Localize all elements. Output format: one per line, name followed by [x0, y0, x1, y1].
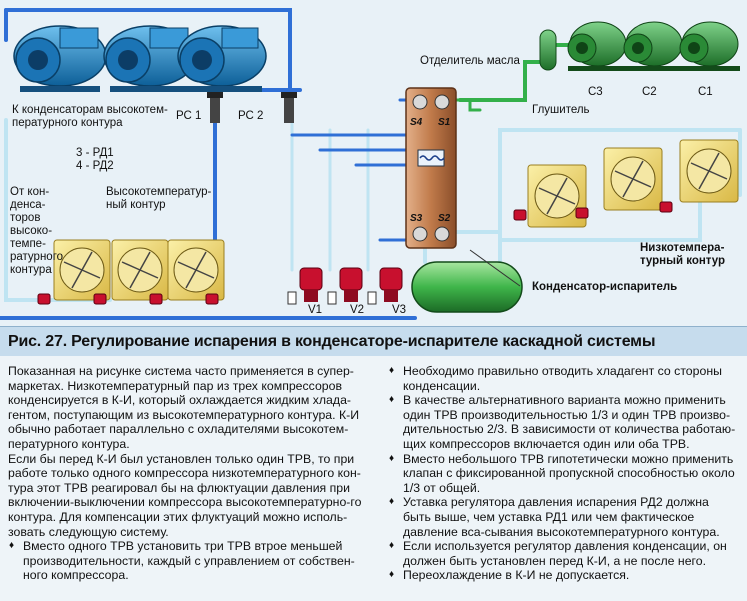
label-oil-separator: Отделитель масла — [420, 55, 520, 67]
paragraph: Если бы перед К-И был установлен только … — [8, 451, 362, 539]
figure-caption-bar: Рис. 27. Регулирование испарения в конде… — [0, 326, 747, 357]
list-item: ♦ В качестве альтернативного варианта мож… — [388, 393, 740, 451]
bullet-icon: ♦ — [9, 540, 15, 552]
low-temp-compressor-c3 — [567, 21, 628, 71]
pressure-regulator-rs2 — [281, 92, 297, 123]
muffler — [539, 29, 557, 71]
label-s3: S3 — [410, 213, 423, 224]
valve-red-left — [37, 293, 219, 305]
condenser-evaporator — [405, 87, 457, 249]
list-item: ♦ Вместо небольшого ТРВ гипотетически мож… — [388, 452, 740, 496]
low-temp-compressor-c2 — [623, 21, 684, 71]
expansion-valve-v3 — [367, 267, 403, 305]
leader-condenser-evaporator — [469, 249, 521, 287]
bullet-icon: ♦ — [389, 540, 395, 552]
label-low-temp-circuit: Низкотемпера- турный контур — [640, 242, 725, 267]
label-s4: S4 — [410, 117, 423, 128]
list-item-text: Вместо небольшого ТРВ гипотетически можн… — [403, 451, 735, 495]
low-temp-compressor-c1 — [679, 21, 740, 71]
valve-red-right — [513, 201, 673, 221]
bullet-icon: ♦ — [389, 365, 395, 376]
left-column: Показанная на рисунке система часто прим… — [8, 364, 370, 583]
label-rs1: РС 1 — [176, 110, 202, 122]
expansion-valve-v1 — [287, 267, 323, 305]
high-temp-condenser-3 — [167, 239, 225, 301]
bullet-icon: ♦ — [389, 569, 395, 581]
label-rd-legend-2: 4 - РД2 — [76, 160, 114, 172]
label-high-temp-circuit: Высокотемператур- ный контур — [106, 186, 212, 211]
pressure-regulator-rs1 — [207, 92, 223, 123]
list-item: ♦ Необходимо правильно отводить хладагент… — [388, 364, 740, 393]
diagram-graphics — [0, 8, 742, 320]
label-c2: С2 — [642, 86, 657, 98]
low-temp-evaporator-1 — [527, 164, 587, 228]
expansion-valve-v2 — [327, 267, 363, 305]
list-item: ♦ Если используется регулятор давления ко… — [388, 539, 740, 568]
label-v2: V2 — [350, 304, 365, 316]
list-item: ♦ Вместо одного ТРВ установить три ТРВ вт… — [8, 539, 370, 583]
label-v1: V1 — [308, 304, 323, 316]
right-column: ♦ Необходимо правильно отводить хладагент… — [388, 364, 740, 583]
label-to-condensers: К конденсаторам высокотем- пературного к… — [12, 104, 168, 129]
label-c3: С3 — [588, 86, 603, 98]
bullet-icon: ♦ — [389, 452, 395, 464]
list-item-text: Переохлаждение в К-И не допускается. — [403, 568, 630, 583]
body-text: Показанная на рисунке система часто прим… — [0, 356, 747, 601]
low-temp-evaporator-3 — [679, 139, 739, 203]
high-temp-compressor-3 — [177, 25, 267, 92]
bullet-icon: ♦ — [389, 394, 395, 406]
label-s2: S2 — [438, 213, 451, 224]
label-s1: S1 — [438, 117, 451, 128]
label-c1: С1 — [698, 86, 713, 98]
paragraph: Показанная на рисунке система часто прим… — [8, 364, 360, 451]
high-temp-condenser-1 — [53, 239, 111, 301]
high-temp-condenser-2 — [111, 239, 169, 301]
label-v3: V3 — [392, 304, 407, 316]
label-rs2: РС 2 — [238, 110, 264, 122]
list-item-text: В качестве альтернативного варианта можн… — [403, 393, 736, 451]
figure-caption: Рис. 27. Регулирование испарения в конде… — [8, 333, 656, 350]
list-item-text: Если используется регулятор давления кон… — [403, 539, 727, 568]
cascade-system-diagram: К конденсаторам высокотем- пературного к… — [0, 0, 747, 326]
label-condenser-evaporator: Конденсатор-испаритель — [532, 281, 678, 293]
high-temp-pipes — [0, 8, 417, 320]
label-muffler: Глушитель — [532, 104, 590, 116]
label-from-condensers: От кон- денса- торов высоко- темпе- рату… — [10, 186, 64, 276]
bullet-icon: ♦ — [389, 496, 395, 508]
list-item-text: Уставка регулятора давления испарения РД… — [403, 495, 720, 539]
high-temp-compressor-2 — [103, 25, 197, 92]
list-item-text: Необходимо правильно отводить хладагент … — [403, 364, 722, 393]
label-rd-legend-1: 3 - РД1 — [76, 147, 114, 159]
low-temp-evaporator-2 — [603, 147, 663, 211]
list-item: ♦ Переохлаждение в К-И не допускается. — [388, 568, 740, 583]
list-item-text: Вместо одного ТРВ установить три ТРВ втр… — [23, 539, 355, 583]
high-temp-compressor-1 — [13, 25, 107, 92]
list-item: ♦ Уставка регулятора давления испарения Р… — [388, 495, 740, 539]
receiver — [411, 261, 523, 313]
